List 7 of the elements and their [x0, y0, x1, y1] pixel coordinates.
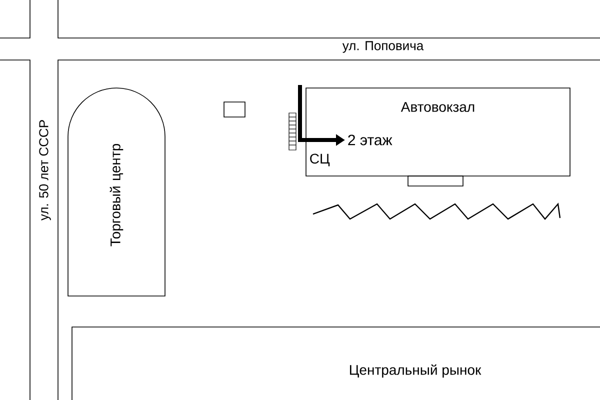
- building-box: [224, 102, 246, 118]
- floor-label: 2 этаж: [348, 134, 392, 146]
- street-name: ул. 50 лет СССР: [39, 120, 51, 221]
- street-name: ул. Поповича: [342, 41, 424, 53]
- building-box: Центральный рынок: [72, 326, 600, 400]
- building-box: [408, 176, 464, 186]
- mall-building: Торговый центр: [68, 88, 166, 296]
